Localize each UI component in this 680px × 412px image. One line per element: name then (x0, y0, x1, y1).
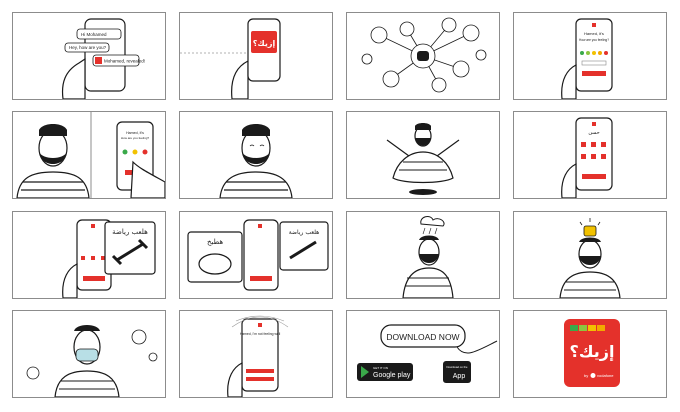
beard-icon (39, 152, 67, 164)
download-now-label: DOWNLOAD NOW (386, 332, 459, 342)
panel-12-illustration (559, 218, 621, 298)
panel-13-illustration (26, 325, 158, 397)
app-store-big-text: App (453, 373, 466, 380)
mood-scale (580, 51, 608, 55)
storyboard-panel-4: Hamed, it's How are you feeling? (513, 12, 667, 100)
storyboard-panel-2: إزيك؟ (179, 12, 333, 100)
activity-icons (581, 142, 606, 159)
storyboard-panel-11 (346, 211, 500, 299)
app-screen-title: حسن (588, 130, 599, 136)
google-play-big-text: Google play (373, 372, 411, 379)
panel-11-illustration (402, 216, 454, 298)
app-logo-icon (251, 31, 277, 53)
vodafone-logo-icon (590, 373, 596, 378)
dumbbell-icon (289, 240, 317, 260)
panel-9-illustration: هلعب رياضة (62, 219, 156, 298)
bearded-man-avatar (417, 51, 429, 61)
google-play-badge[interactable] (357, 363, 413, 381)
panel-2-illustration: إزيك؟ (180, 18, 281, 99)
panel-10-illustration: هطبخ هلعب رياضة (187, 219, 329, 291)
app-screen-headline: Hamed, I'm not feeling well (240, 332, 281, 336)
floating-shadow (409, 189, 437, 195)
thought-card-text: هلعب رياضة (112, 228, 148, 236)
panel-5-illustration: Hamed, it's How are you feeling? (16, 112, 165, 198)
dumbbell-icon (111, 238, 149, 266)
panel-7-illustration (386, 123, 460, 195)
storyboard-panel-5: Hamed, it's How are you feeling? (12, 111, 166, 199)
alert-light-icon (583, 225, 597, 237)
panel-4-illustration: Hamed, it's How are you feeling? (561, 18, 613, 99)
vodafone-brand-label: vodafone (597, 373, 614, 378)
storyboard-panel-6 (179, 111, 333, 199)
panel-6-illustration (219, 124, 293, 198)
by-label: by (584, 373, 588, 378)
storyboard-panel-10: هطبخ هلعب رياضة (179, 211, 333, 299)
google-play-icon (361, 366, 369, 378)
panel-3-illustration (361, 17, 487, 93)
panel-15-illustration: DOWNLOAD NOW GET IT ON Google play Downl… (357, 324, 498, 383)
app-logo-text: إزيك؟ (253, 39, 276, 48)
download-now-button[interactable] (380, 324, 466, 348)
chat-bubble-3: Mohamed, revealed! (104, 59, 145, 64)
app-screen-title: Hamed, it's (126, 131, 144, 135)
rain-cloud-icon (420, 216, 445, 227)
storyboard-panel-8: حسن (513, 111, 667, 199)
app-store-small-text: Download on the (447, 365, 468, 369)
storyboard-panel-15: DOWNLOAD NOW GET IT ON Google play Downl… (346, 310, 500, 398)
virus-icon (26, 329, 158, 380)
chat-bubble-2: Hey, how are you? (69, 45, 107, 50)
app-store-badge[interactable] (443, 361, 471, 383)
storyboard-panel-1: Hi Mohamed Hey, how are you? Mohamed, re… (12, 12, 166, 100)
face-mask-icon (75, 348, 99, 362)
color-bars-icon (570, 325, 605, 331)
storyboard-panel-14: Hamed, I'm not feeling well (179, 310, 333, 398)
storyboard-panel-9: هلعب رياضة (12, 211, 166, 299)
storyboard-panel-12 (513, 211, 667, 299)
app-screen-subtitle: How are you feeling? (121, 136, 150, 140)
chat-bubble-1: Hi Mohamed (81, 32, 107, 37)
storyboard-panel-7 (346, 111, 500, 199)
storyboard-panel-16: إزيك؟ by vodafone (513, 310, 667, 398)
cooking-pan-icon (198, 253, 232, 275)
panel-8-illustration: حسن (561, 117, 613, 198)
panel-1-illustration: Hi Mohamed Hey, how are you? Mohamed, re… (61, 18, 145, 99)
thought-card-left-text: هطبخ (207, 238, 223, 246)
thought-card-right-text: هلعب رياضة (289, 229, 320, 236)
panel-14-illustration: Hamed, I'm not feeling well (227, 315, 289, 397)
storyboard-panel-13 (12, 310, 166, 398)
app-screen-title: Hamed, it's (584, 31, 604, 36)
storyboard-panel-3 (346, 12, 500, 100)
app-icon-logo (564, 319, 620, 387)
google-play-small-text: GET IT ON (373, 366, 388, 370)
app-screen-subtitle: How are you feeling? (579, 38, 609, 42)
panel-16-illustration: إزيك؟ by vodafone (564, 319, 620, 387)
app-icon-logo-text: إزيك؟ (570, 342, 615, 361)
